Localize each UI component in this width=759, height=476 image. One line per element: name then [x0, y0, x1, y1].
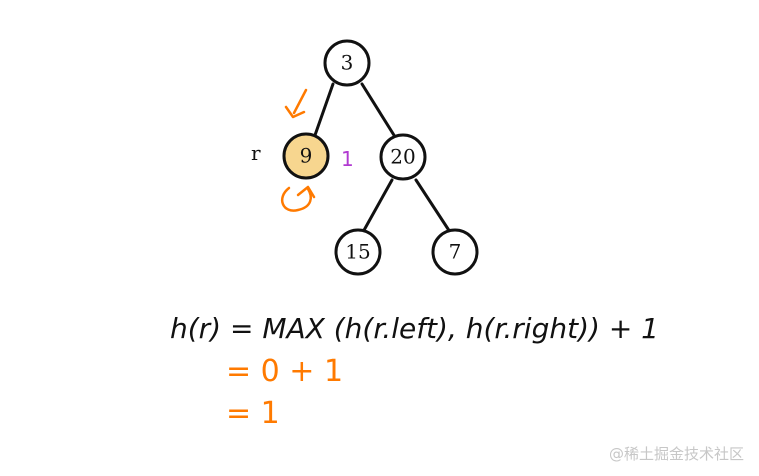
edge-right-right [414, 178, 452, 234]
node-label-root: 3 [341, 51, 354, 75]
tree-node-right-right: 7 [431, 228, 479, 276]
edge-right-left [361, 178, 394, 234]
formula-line-3: = 1 [226, 396, 280, 431]
tree-node-right: 20 [379, 133, 427, 181]
formula-line-1: h(r) = MAX (h(r.left), h(r.right)) + 1 [170, 312, 659, 345]
orange-down-arrow-icon [284, 88, 308, 119]
formula-line-2: = 0 + 1 [226, 354, 343, 389]
node-label-right: 20 [390, 145, 415, 169]
node-label-right-right: 7 [449, 240, 462, 264]
tree-node-root: 3 [323, 39, 371, 87]
edge-root-right [360, 82, 399, 142]
orange-return-arrow-icon [280, 185, 316, 212]
watermark: @稀土掘金技术社区 [608, 445, 744, 463]
node-r-label: r [251, 141, 261, 165]
height-label: 1 [341, 147, 354, 171]
edge-root-left [312, 82, 335, 140]
node-label-right-left: 15 [345, 240, 370, 264]
node-label-left: 9 [300, 144, 313, 168]
tree-node-left-highlighted: 9 [282, 132, 330, 180]
tree-node-right-left: 15 [334, 228, 382, 276]
